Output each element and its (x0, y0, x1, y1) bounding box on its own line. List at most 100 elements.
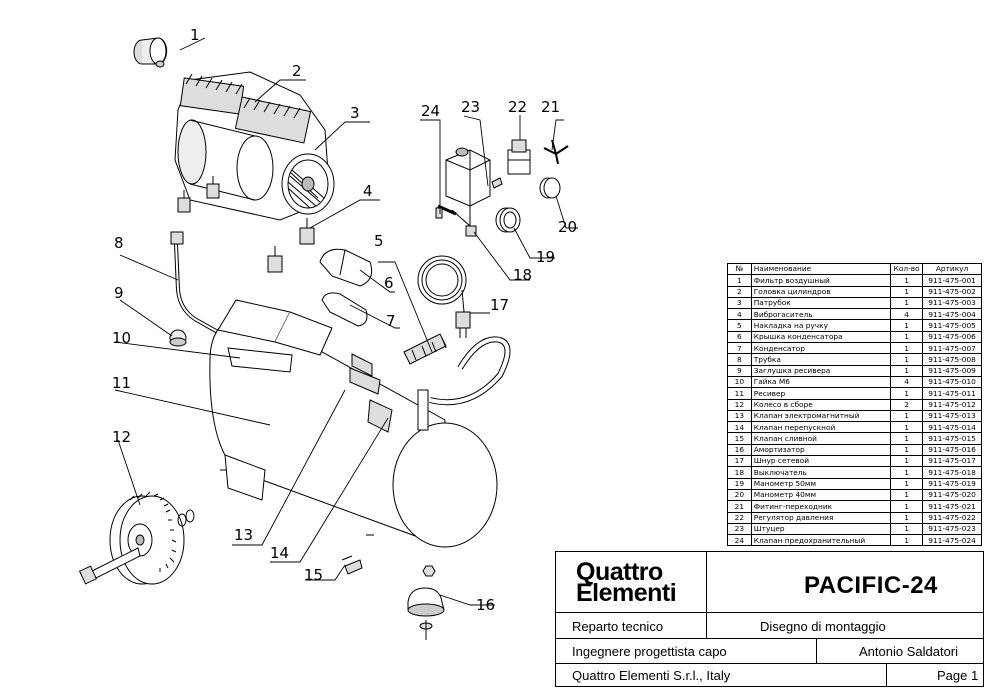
callout-21: 21 (541, 98, 560, 116)
row-qty: 1 (890, 296, 924, 310)
row-article: 911-475-013 (922, 409, 982, 423)
row-name: Ресивер (750, 387, 892, 400)
row-name: Головка цилиндров (750, 285, 892, 298)
callout-20: 20 (558, 218, 577, 236)
row-name: Штуцер (750, 522, 892, 536)
header-name: Наименование (750, 262, 892, 276)
row-name: Крышка конденсатора (750, 330, 892, 344)
row-name: Накладка на ручку (750, 319, 892, 332)
row-number: 18 (727, 466, 752, 479)
callout-14: 14 (270, 544, 289, 562)
row-article: 911-475-020 (922, 488, 982, 502)
row-qty: 1 (890, 421, 924, 434)
row-number: 11 (727, 387, 752, 400)
pressure-switch-part (445, 147, 491, 237)
row-name: Манометр 50мм (750, 477, 892, 490)
row-number: 6 (727, 330, 752, 344)
model-name: PACIFIC-24 (804, 572, 938, 599)
row-number: 23 (727, 522, 752, 536)
row-name: Конденсатор (750, 342, 892, 355)
row-qty: 1 (890, 319, 924, 332)
row-name: Регулятор давления (750, 511, 892, 524)
row-number: 16 (727, 443, 752, 457)
row-article: 911-475-005 (922, 319, 982, 332)
callout-6: 6 (384, 274, 394, 292)
role-label: Ingegnere progettista capo (572, 644, 727, 659)
row-name: Виброгаситель (750, 308, 892, 321)
drawing-type-label: Disegno di montaggio (760, 619, 886, 634)
callout-9: 9 (114, 284, 124, 302)
row-number: 21 (727, 500, 752, 513)
row-qty: 1 (890, 443, 924, 457)
callout-16: 16 (476, 596, 495, 614)
row-name: Амортизатор (750, 443, 892, 457)
row-name: Клапан перепускной (750, 421, 892, 434)
callout-19: 19 (536, 248, 555, 266)
capacitor-parts (319, 248, 373, 327)
callout-18: 18 (513, 266, 532, 284)
logo-line-1: Quattro (576, 558, 663, 586)
row-number: 13 (727, 409, 752, 423)
row-qty: 4 (890, 375, 924, 389)
callout-23: 23 (461, 98, 480, 116)
header-qty: Кол-во (890, 262, 924, 276)
row-article: 911-475-016 (922, 443, 982, 457)
callout-1: 1 (190, 26, 200, 44)
row-number: 20 (727, 488, 752, 502)
row-article: 911-475-023 (922, 522, 982, 536)
compressor-motor-part (174, 71, 335, 221)
fittings-parts (491, 139, 569, 189)
row-number: 15 (727, 432, 752, 445)
receiver-plug-part (169, 329, 187, 347)
row-name: Клапан электромагнитный (750, 409, 892, 423)
callout-7: 7 (386, 312, 396, 330)
row-qty: 1 (890, 466, 924, 479)
callout-11: 11 (112, 374, 131, 392)
row-qty: 1 (890, 364, 924, 377)
department-label: Reparto tecnico (572, 619, 664, 634)
callout-13: 13 (234, 526, 253, 544)
row-qty: 1 (890, 534, 924, 547)
row-article: 911-475-007 (922, 342, 982, 355)
callout-12: 12 (112, 428, 131, 446)
page-label: Page 1 (937, 668, 979, 683)
row-article: 911-475-006 (922, 330, 982, 344)
row-name: Патрубок (750, 296, 892, 310)
row-name: Колесо в сборе (750, 398, 892, 411)
row-qty: 1 (890, 432, 924, 445)
row-qty: 1 (890, 477, 924, 490)
row-name: Клапан предохранительный (750, 534, 892, 547)
row-article: 911-475-001 (922, 274, 982, 287)
receiver-tank-part (209, 299, 511, 548)
row-article: 911-475-004 (922, 308, 982, 321)
shock-absorber-part (407, 565, 445, 640)
row-number: 17 (727, 455, 752, 468)
header-article: Артикул (922, 262, 982, 276)
row-number: 22 (727, 511, 752, 524)
row-name: Фильтр воздушный (750, 274, 892, 287)
callout-22: 22 (508, 98, 527, 116)
pressure-gauge-parts (495, 177, 561, 233)
callout-4: 4 (363, 182, 373, 200)
power-cord-part (417, 255, 471, 338)
row-qty: 1 (890, 353, 924, 366)
row-qty: 1 (890, 522, 924, 536)
air-filter-part (133, 37, 168, 68)
row-qty: 1 (890, 511, 924, 524)
